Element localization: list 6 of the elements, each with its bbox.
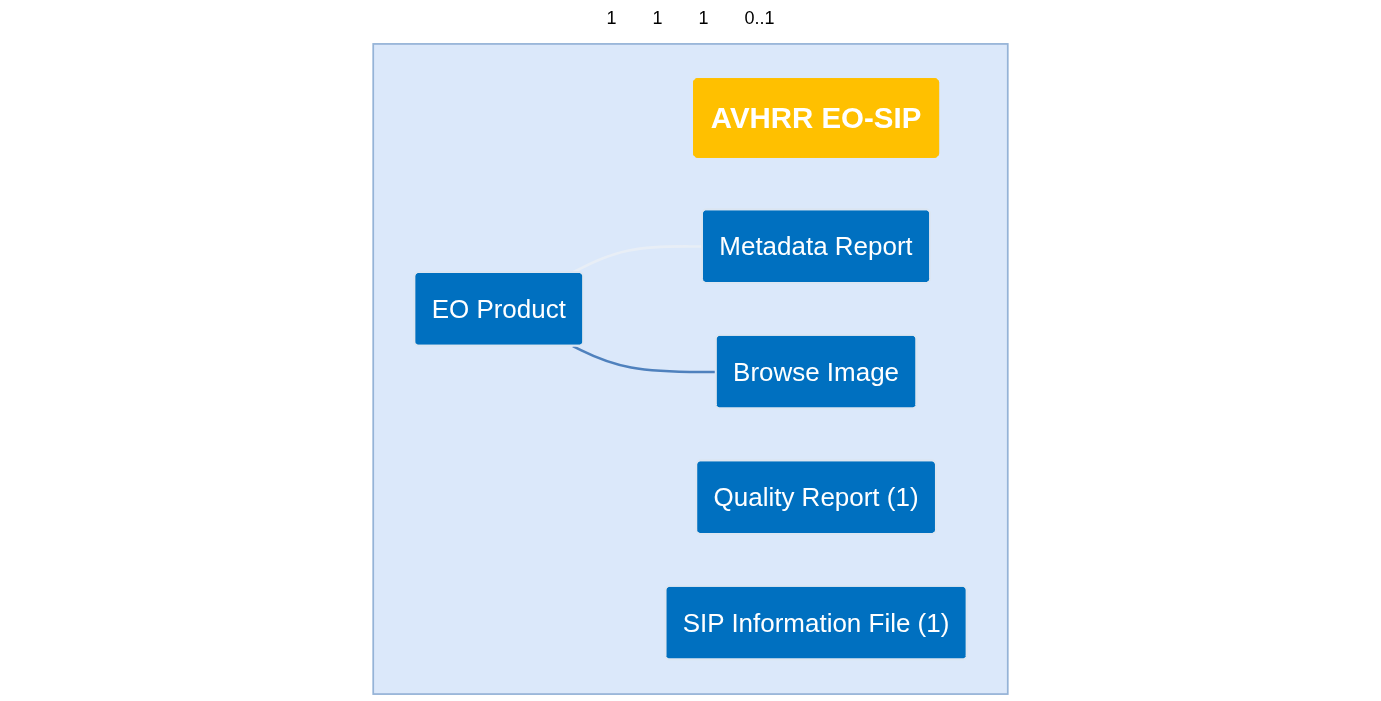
multiplicity-label: 1 — [697, 7, 710, 30]
cluster — [372, 43, 1009, 695]
multiplicity-label: 1 — [651, 7, 664, 30]
connector — [572, 245, 703, 274]
multiplicity-label: 1 — [605, 7, 618, 30]
multiplicity-label: 0..1 — [743, 7, 776, 30]
